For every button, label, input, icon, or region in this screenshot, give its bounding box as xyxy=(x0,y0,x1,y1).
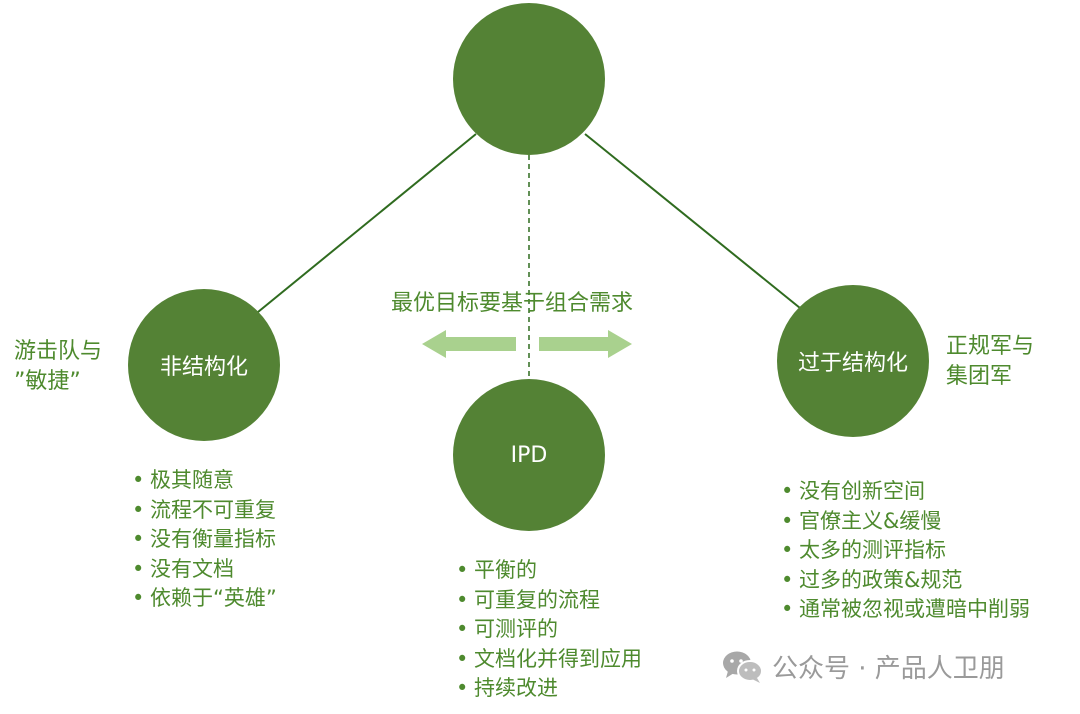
list-item: 流程不可重复 xyxy=(132,496,277,526)
right-node-label: 过于结构化 xyxy=(797,351,908,376)
left-bullet-list: 极其随意 流程不可重复 没有衡量指标 没有文档 依赖于“英雄” xyxy=(132,466,277,614)
list-item: 可重复的流程 xyxy=(456,586,642,616)
top-node xyxy=(453,3,605,155)
list-item: 可测评的 xyxy=(456,615,642,645)
right-side-label: 正规军与 集团军 xyxy=(946,332,1034,392)
list-item: 没有文档 xyxy=(132,555,277,585)
list-item: 没有创新空间 xyxy=(781,477,1030,507)
list-item: 持续改进 xyxy=(456,674,642,704)
list-item: 文档化并得到应用 xyxy=(456,645,642,675)
list-item: 依赖于“英雄” xyxy=(132,584,277,614)
list-item: 通常被忽视或遭暗中削弱 xyxy=(781,595,1030,625)
list-item: 极其随意 xyxy=(132,466,277,496)
right-bullet-list: 没有创新空间 官僚主义&缓慢 太多的测评指标 过多的政策&规范 通常被忽视或遭暗… xyxy=(781,477,1030,625)
left-node: 非结构化 xyxy=(128,289,280,441)
list-item: 没有衡量指标 xyxy=(132,525,277,555)
right-side-label-line: 集团军 xyxy=(946,364,1013,389)
left-node-label: 非结构化 xyxy=(159,355,248,380)
arrow-right-icon xyxy=(539,330,632,358)
connector-top-left xyxy=(257,133,477,313)
left-side-label: 游击队与 ”敏捷” xyxy=(14,337,102,397)
list-item: 平衡的 xyxy=(456,556,642,586)
right-side-label-line: 正规军与 xyxy=(946,334,1035,359)
right-node: 过于结构化 xyxy=(777,285,929,437)
connector-top-right xyxy=(584,133,801,309)
arrow-left-icon xyxy=(422,330,516,358)
list-item: 太多的测评指标 xyxy=(781,536,1030,566)
center-node-label: IPD xyxy=(510,442,548,468)
center-bullet-list: 平衡的 可重复的流程 可测评的 文档化并得到应用 持续改进 xyxy=(456,556,642,704)
list-item: 过多的政策&规范 xyxy=(781,566,1030,596)
list-item: 官僚主义&缓慢 xyxy=(781,507,1030,537)
center-node: IPD xyxy=(453,379,605,531)
watermark-text: 公众号 · 产品人卫朋 xyxy=(772,654,1005,684)
watermark: 公众号 · 产品人卫朋 xyxy=(722,648,1005,685)
wechat-icon xyxy=(723,651,763,683)
center-caption: 最优目标要基于组合需求 xyxy=(391,291,634,316)
left-side-label-line: 游击队与 xyxy=(14,339,103,364)
left-side-label-line: ”敏捷” xyxy=(14,369,81,394)
